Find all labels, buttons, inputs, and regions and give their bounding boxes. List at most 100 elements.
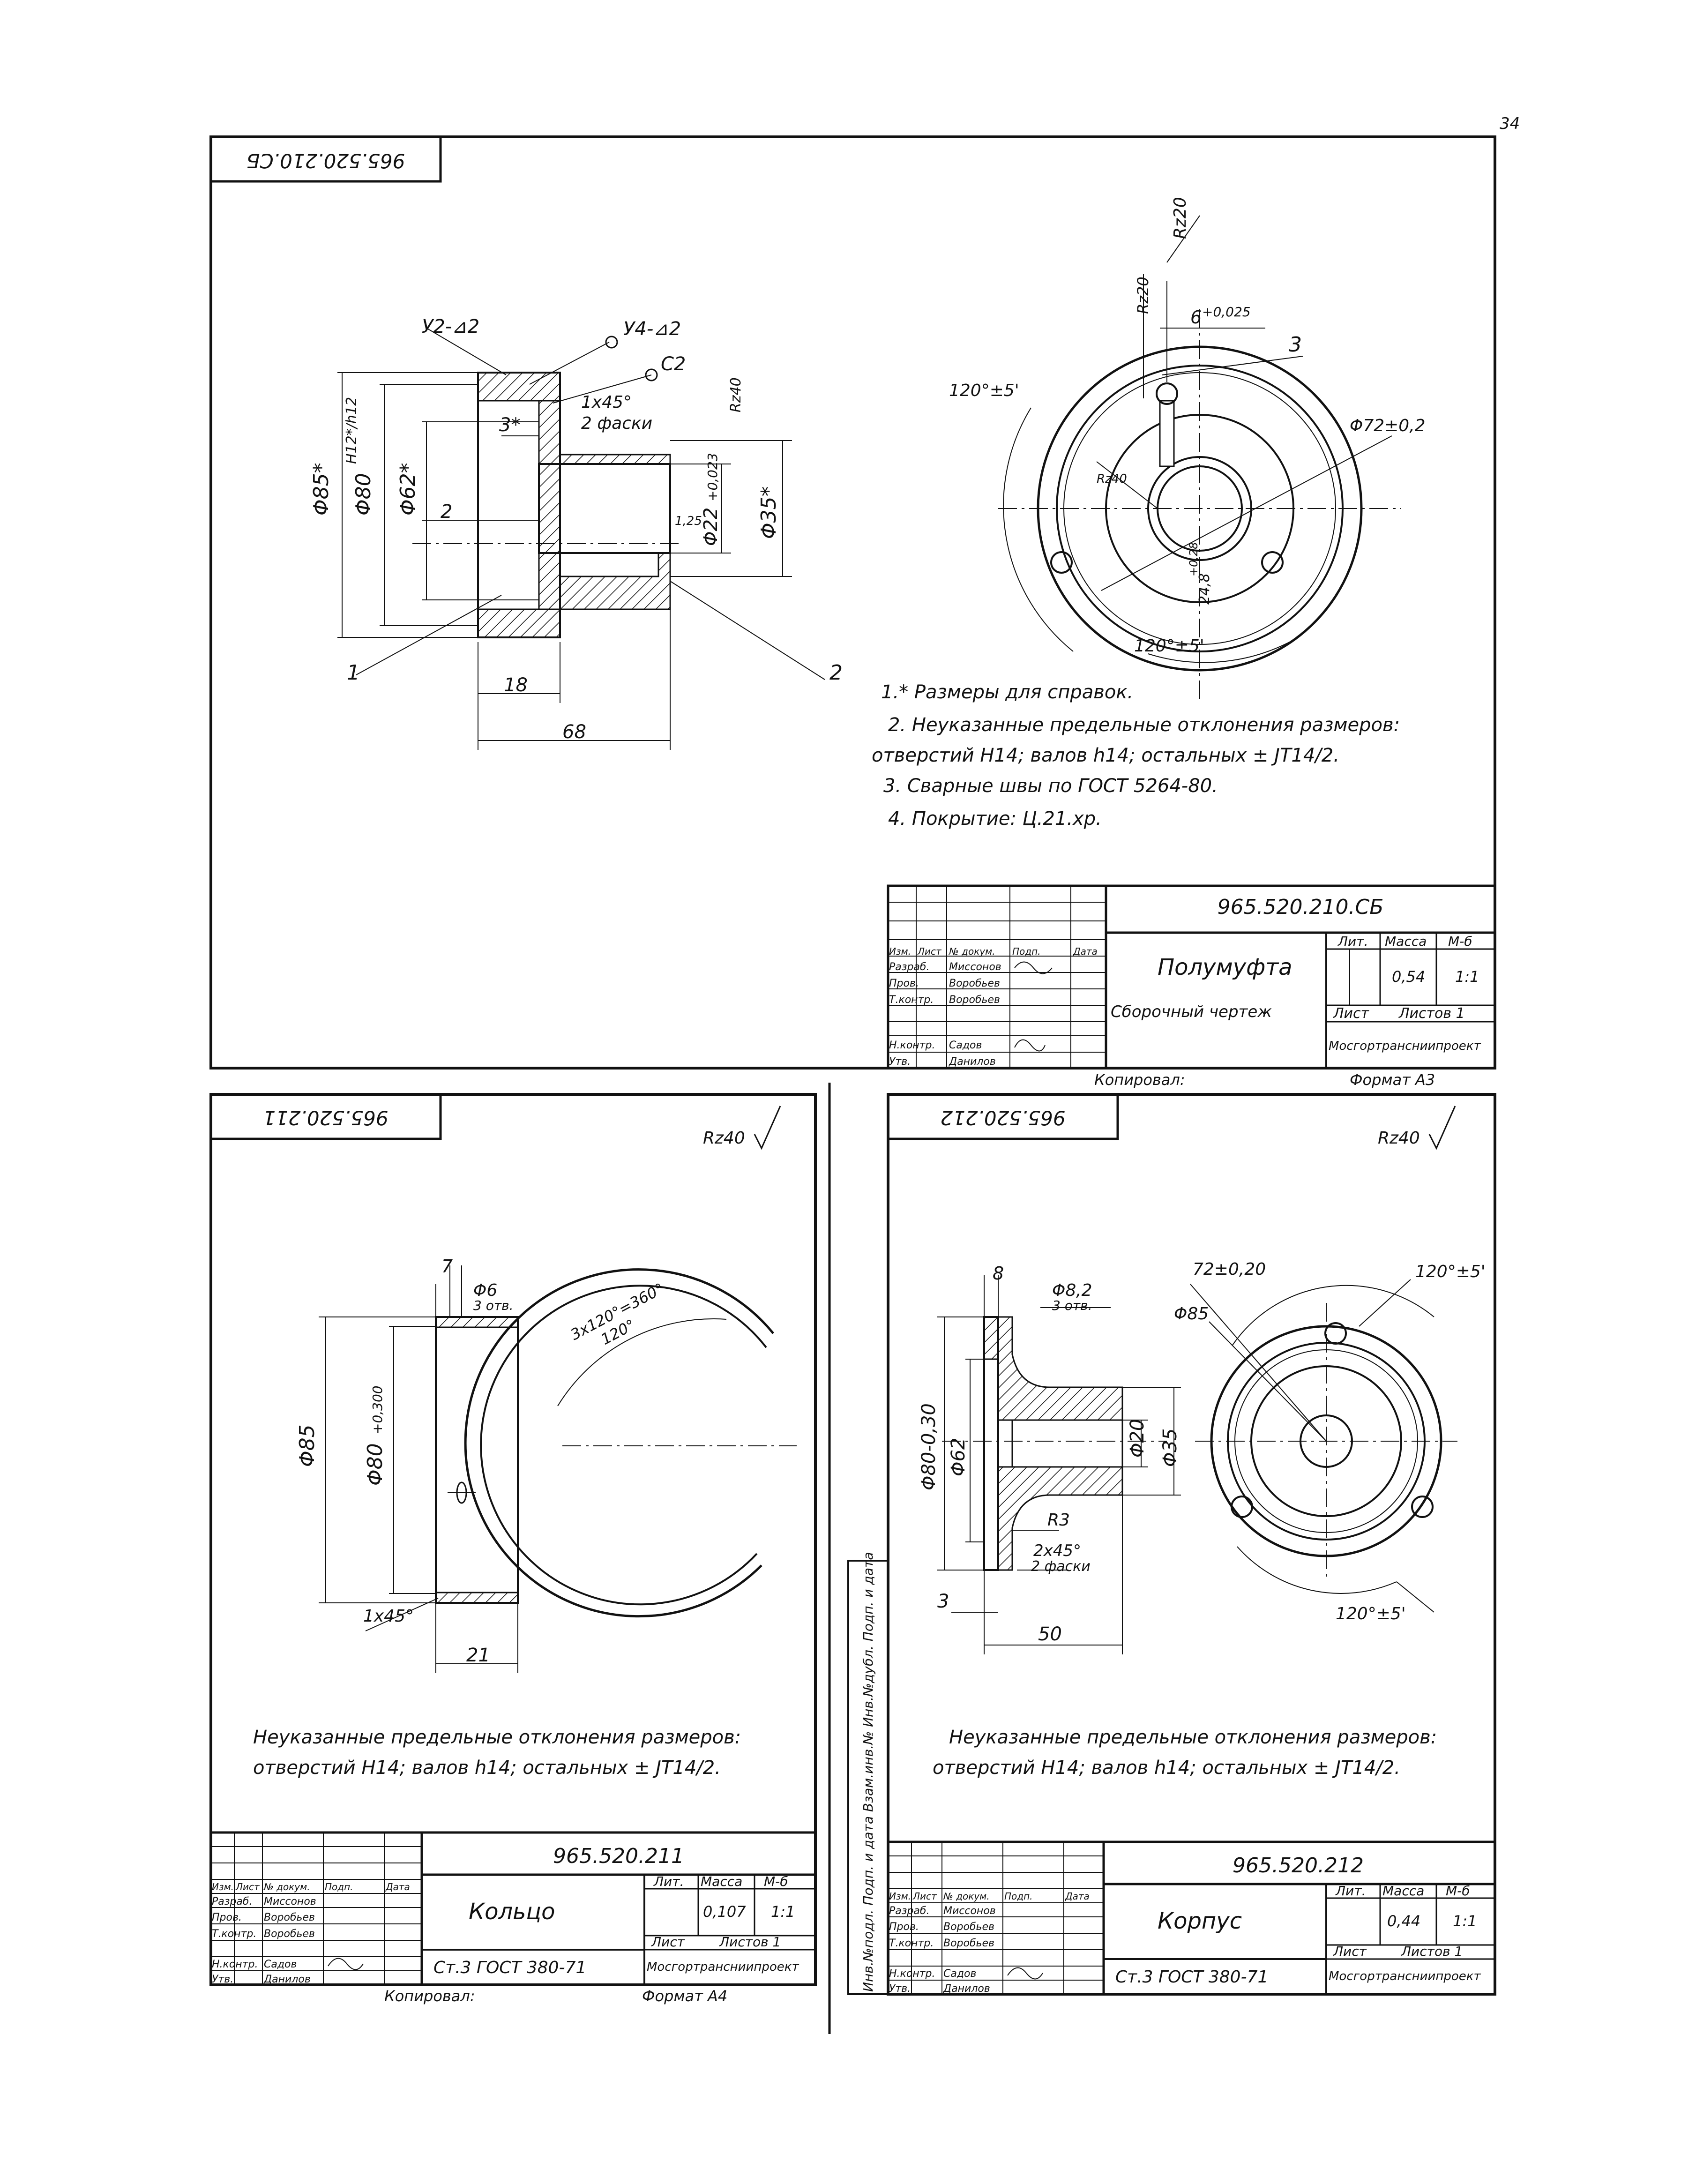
ring-dim-21: 21	[466, 1645, 490, 1666]
housing-dim-3: 3	[937, 1591, 949, 1612]
left-name-4: Данилов	[263, 1974, 311, 1985]
right-role-0: Разраб.	[889, 1905, 929, 1917]
dim-248-tol: +0,28	[1187, 542, 1200, 576]
dim-125: 1,25	[675, 514, 702, 528]
left-scale-header: М-б	[764, 1874, 788, 1889]
half-coupling-section-view: У2-⊿2 У4-⊿2 С2 1х45° 2 фаски Rz40 Φ85* Φ…	[309, 316, 843, 750]
housing-d35: Φ35	[1159, 1429, 1181, 1467]
housing-chamfer-note: 2 фаски	[1031, 1558, 1091, 1575]
right-sheets-label: Листов 1	[1401, 1944, 1463, 1959]
left-format: Формат А4	[642, 1987, 727, 2005]
top-row-h2: № докум.	[949, 946, 995, 957]
top-scale-header: М-б	[1448, 934, 1472, 949]
right-roughness: Rz40	[1378, 1129, 1420, 1148]
top-role-4: Утв.	[889, 1056, 911, 1068]
side-stamp-strip	[847, 1560, 889, 1995]
roughness-check-icon	[1428, 1106, 1456, 1150]
left-row-h2: № докум.	[263, 1881, 310, 1892]
left-row-h3: Подп.	[325, 1881, 353, 1892]
right-row-h3: Подп.	[1004, 1891, 1033, 1902]
ring-side-view: 7 Φ6 3 отв. Φ85 Φ80 +0,300 1х45° 21	[295, 1256, 519, 1673]
housing-d72: 72±0,20	[1193, 1260, 1266, 1279]
top-name-3: Садов	[949, 1040, 982, 1051]
housing-d62: Φ62	[948, 1438, 969, 1476]
left-material: Ст.3 ГОСТ 380-71	[433, 1958, 586, 1977]
housing-d82: Φ8,2	[1052, 1281, 1092, 1300]
right-title-block: 965.520.212 Корпус Ст.3 ГОСТ 380-71 Лит.…	[887, 1840, 1496, 1996]
left-row-h1: Лист	[235, 1881, 260, 1892]
left-role-2: Т.контр.	[212, 1928, 256, 1940]
right-name-0: Миссонов	[943, 1905, 996, 1917]
housing-section-view: 8 Φ8,2 3 отв. Φ80-0,30 Φ62 Φ20 Φ35 R3 2х…	[918, 1263, 1181, 1654]
left-sheet: 965.520.211 Rz40	[209, 1093, 817, 2005]
top-format: Формат А3	[1350, 1071, 1435, 1089]
d62-label: Φ62*	[396, 463, 420, 516]
d80-label: Φ80	[351, 473, 375, 516]
top-role-3: Н.контр.	[889, 1040, 935, 1051]
disc-section	[538, 400, 561, 610]
left-rotated-code: 965.520.211	[263, 1107, 388, 1129]
left-mass: 0,107	[703, 1903, 746, 1921]
left-scale: 1:1	[771, 1903, 795, 1921]
pos-3-label: 3	[1289, 333, 1302, 357]
left-name-3: Садов	[264, 1959, 297, 1970]
housing-d20: Φ20	[1127, 1419, 1148, 1458]
right-part-name: Корпус	[1158, 1908, 1242, 1934]
housing-dim-50: 50	[1038, 1623, 1062, 1645]
housing-d85: Φ85	[1174, 1304, 1209, 1324]
housing-end-view: 72±0,20 120°±5' Φ85 120°±5'	[1174, 1260, 1486, 1623]
top-org: Мосгортрансниипроект	[1329, 1039, 1481, 1053]
roughness-check-icon	[754, 1106, 781, 1150]
housing-d80: Φ80-0,30	[918, 1403, 940, 1490]
signature-mark	[328, 1958, 364, 1970]
ring-d80-tol: +0,300	[370, 1385, 385, 1434]
top-name-0: Миссонов	[949, 961, 1001, 973]
page-number: 34	[1500, 114, 1520, 133]
right-designation: 965.520.212	[1233, 1854, 1364, 1877]
left-sheets-label: Листов 1	[719, 1934, 781, 1950]
weld-c2-label: С2	[661, 353, 686, 375]
d80-fit-label: H12*/h12	[344, 397, 360, 464]
signature-mark	[1007, 1967, 1043, 1980]
top-role-0: Разраб.	[889, 961, 929, 973]
right-role-4: Утв.	[889, 1983, 911, 1995]
right-row-h4: Дата	[1065, 1891, 1090, 1902]
top-part-name: Полумуфта	[1158, 954, 1293, 980]
right-row-h2: № докум.	[943, 1891, 990, 1902]
top-mass: 0,54	[1392, 968, 1425, 986]
ring-d6: Φ6	[473, 1281, 497, 1300]
top-name-4: Данилов	[949, 1056, 996, 1068]
top-sheets-label: Листов 1	[1398, 1005, 1465, 1022]
right-mass: 0,44	[1387, 1912, 1420, 1930]
right-code-box	[887, 1093, 1119, 1140]
right-name-1: Воробьев	[943, 1921, 994, 1933]
right-scale: 1:1	[1453, 1912, 1477, 1930]
left-role-1: Пров.	[212, 1912, 242, 1923]
note-4: 4. Покрытие: Ц.21.хр.	[888, 808, 1102, 830]
d85-label: Φ85*	[309, 463, 333, 516]
top-sheet: 965.520.210.СБ	[209, 135, 1496, 1089]
housing-angle-top: 120°±5'	[1415, 1262, 1486, 1281]
right-name-3: Садов	[943, 1968, 976, 1980]
right-sheet-frame	[887, 1093, 1496, 1996]
top-role-1: Пров.	[889, 978, 919, 989]
pos-1-label: 1	[347, 661, 360, 685]
half-coupling-end-view: Rz20 Rz20 6 +0,025 3 120°±5' Φ72±0,2 Rz4…	[949, 197, 1426, 703]
dim-68: 68	[562, 721, 586, 743]
top-doc-type: Сборочный чертеж	[1111, 1002, 1272, 1021]
left-note-2: отверстий Н14; валов h14; остальных ± JT…	[253, 1757, 721, 1779]
side-stamp: Инв.№подл. Подп. и дата Взам.инв.№ Инв.№…	[860, 1552, 876, 1992]
top-scale: 1:1	[1455, 968, 1479, 986]
chamfer-label: 1х45°	[581, 393, 632, 412]
left-lit-header: Лит.	[653, 1874, 684, 1889]
ring-d85: Φ85	[295, 1424, 319, 1467]
d22-tol-label: +0,023	[705, 453, 720, 501]
left-name-2: Воробьев	[264, 1928, 315, 1940]
right-row-h1: Лист	[912, 1891, 937, 1902]
left-org: Мосгортрансниипроект	[647, 1960, 799, 1974]
left-row-h4: Дата	[385, 1881, 410, 1892]
top-code-box	[209, 135, 442, 183]
top-role-2: Т.контр.	[889, 994, 934, 1006]
housing-r3: R3	[1047, 1511, 1070, 1530]
